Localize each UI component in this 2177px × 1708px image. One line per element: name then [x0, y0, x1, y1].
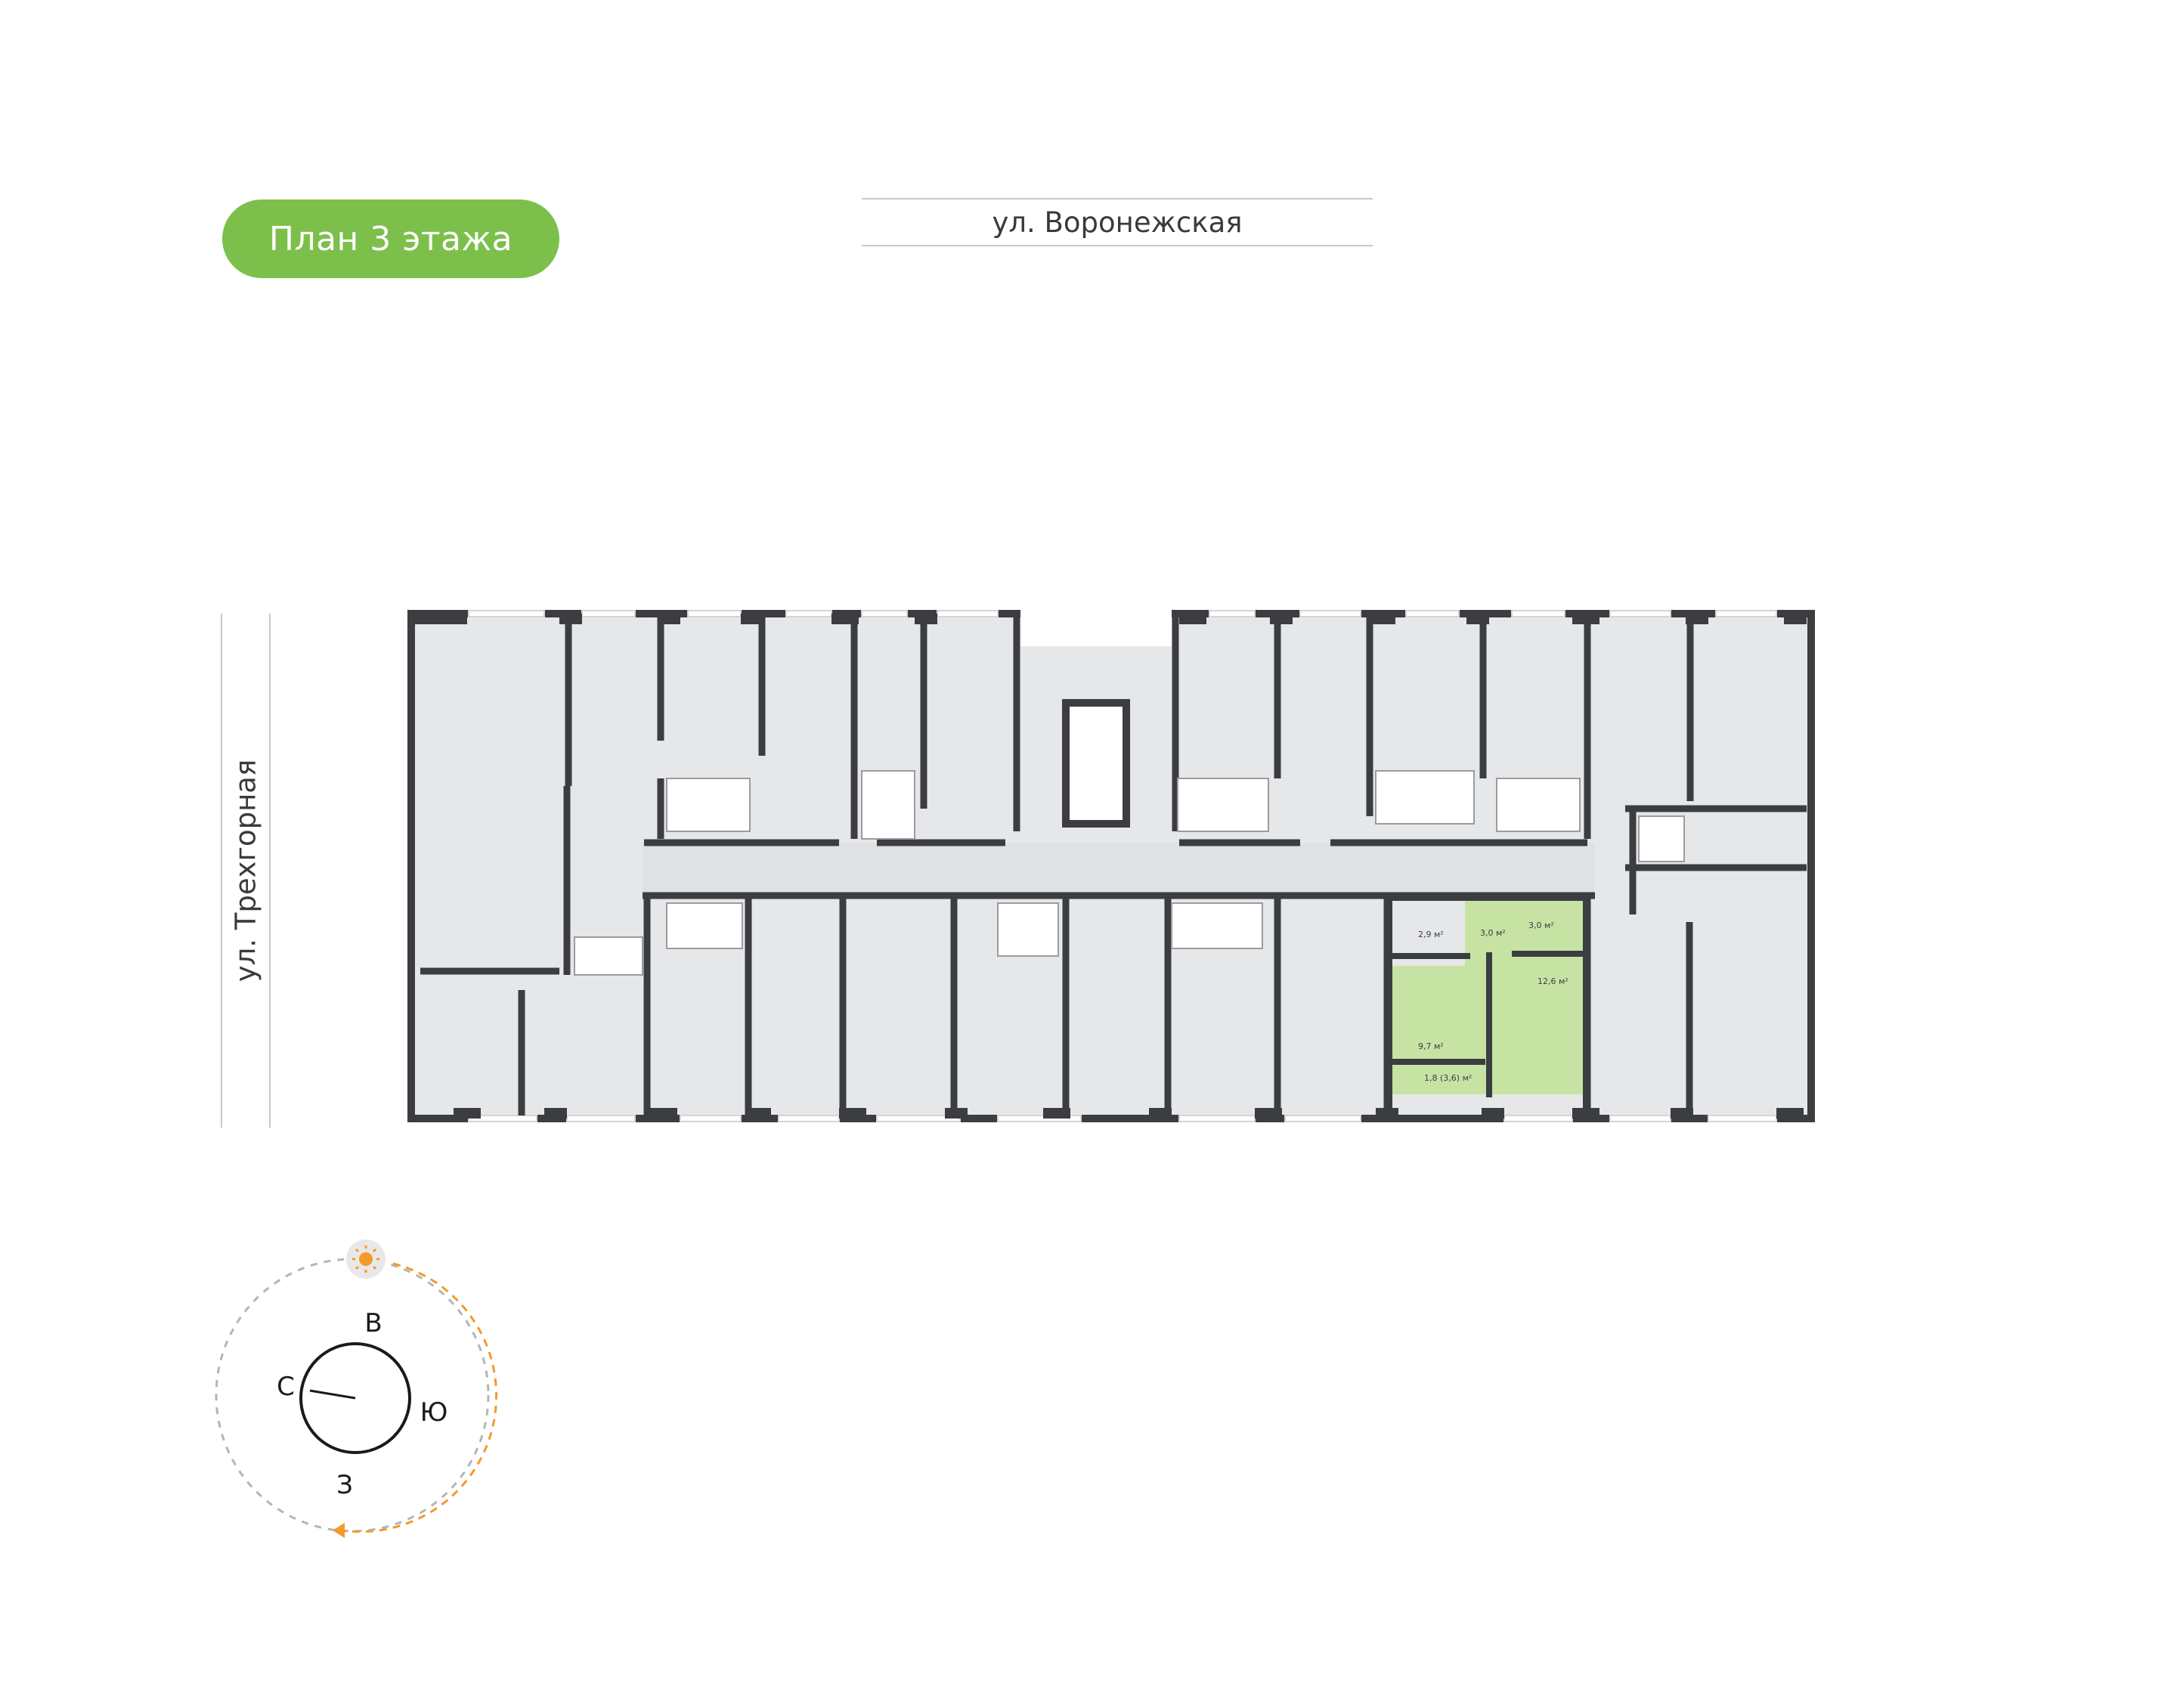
street-top: ул. Воронежская — [862, 198, 1373, 246]
room-area-2: 3,0 м² — [1528, 921, 1554, 930]
compass-west: З — [336, 1470, 353, 1500]
facade-pillars — [414, 614, 1807, 1119]
compass-needle — [309, 1389, 356, 1400]
windows — [468, 610, 1777, 1122]
compass-north: С — [277, 1372, 295, 1402]
fixtures — [574, 770, 1685, 976]
sun-arc-arrow — [333, 1523, 345, 1538]
compass-south: Ю — [420, 1397, 448, 1428]
street-left: ул. Трехгорная — [221, 614, 271, 1128]
core-notch — [1020, 608, 1172, 646]
room-area-0: 2,9 м² — [1418, 930, 1444, 939]
highlighted-apartment: 2,9 м² 3,0 м² 3,0 м² 12,6 м² 9,7 м² 1,8 … — [1386, 895, 1589, 1115]
room-area-3: 12,6 м² — [1538, 976, 1568, 986]
room-area-4: 9,7 м² — [1418, 1041, 1444, 1051]
room-area-1: 3,0 м² — [1480, 928, 1506, 938]
corridor — [643, 843, 1595, 894]
compass-east: В — [364, 1308, 382, 1338]
street-top-label: ул. Воронежская — [992, 206, 1243, 239]
room-area-5: 1,8 (3,6) м² — [1424, 1073, 1472, 1083]
floor-label: План 3 этажа — [268, 219, 513, 258]
elevator-shaft — [1062, 699, 1130, 828]
sun-arc — [341, 1262, 498, 1533]
sun-icon — [352, 1245, 379, 1273]
floor-badge: План 3 этажа — [222, 200, 559, 278]
